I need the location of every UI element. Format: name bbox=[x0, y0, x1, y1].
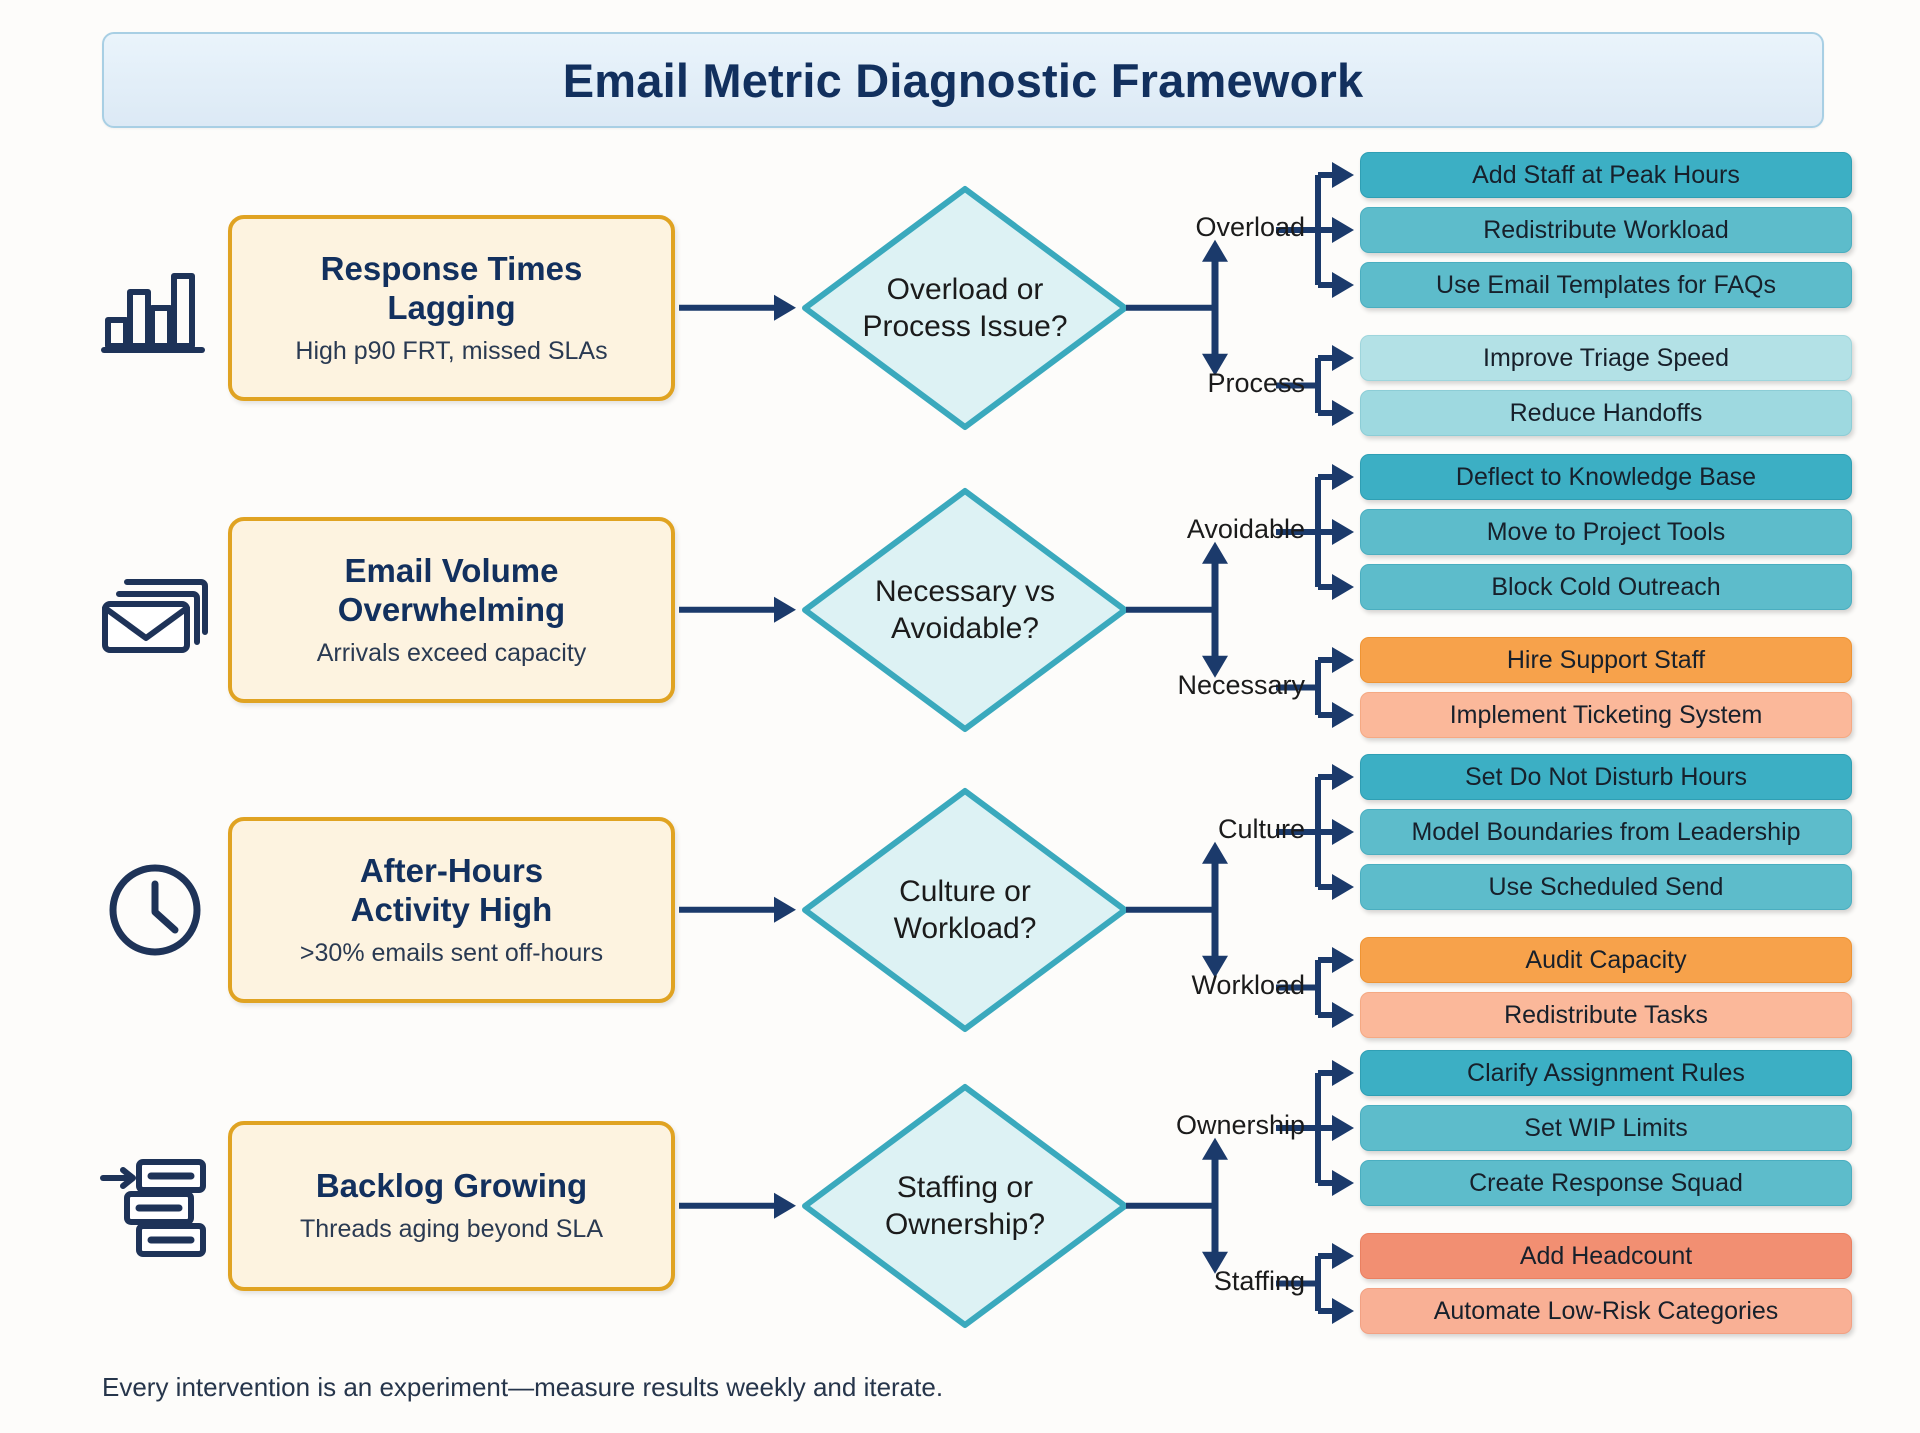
stacked-envelopes-icon bbox=[95, 550, 215, 670]
branch-label: Ownership bbox=[1175, 1110, 1305, 1140]
action-box[interactable]: Set WIP Limits bbox=[1360, 1105, 1852, 1151]
action-box[interactable]: Block Cold Outreach bbox=[1360, 564, 1852, 610]
action-box[interactable]: Redistribute Workload bbox=[1360, 207, 1852, 253]
page-title: Email Metric Diagnostic Framework bbox=[562, 53, 1364, 107]
problem-title-line2: Activity High bbox=[350, 890, 553, 928]
branch-label: Staffing bbox=[1213, 1265, 1305, 1296]
problem-title-line2: Lagging bbox=[387, 288, 516, 326]
problem-title: Backlog Growing bbox=[315, 1167, 588, 1205]
branch-label: Necessary bbox=[1177, 669, 1305, 700]
branch-label: Workload bbox=[1191, 969, 1305, 1000]
action-box[interactable]: Move to Project Tools bbox=[1360, 509, 1852, 555]
title-banner: Email Metric Diagnostic Framework bbox=[102, 32, 1824, 128]
action-box[interactable]: Hire Support Staff bbox=[1360, 637, 1852, 683]
action-box[interactable]: Audit Capacity bbox=[1360, 937, 1852, 983]
action-box[interactable]: Set Do Not Disturb Hours bbox=[1360, 754, 1852, 800]
bar-chart-icon bbox=[95, 248, 215, 368]
problem-title: After-Hours bbox=[359, 851, 544, 889]
branch-label: Avoidable bbox=[1186, 514, 1305, 544]
clock-icon bbox=[95, 850, 215, 970]
action-box[interactable]: Implement Ticketing System bbox=[1360, 692, 1852, 738]
problem-subtitle: High p90 FRT, missed SLAs bbox=[295, 336, 608, 365]
action-box[interactable]: Deflect to Knowledge Base bbox=[1360, 454, 1852, 500]
branch-label: Process bbox=[1207, 367, 1305, 398]
problem-title-line2: Overwhelming bbox=[337, 590, 566, 628]
branch-label: Overload bbox=[1195, 212, 1305, 242]
problem-subtitle: Threads aging beyond SLA bbox=[300, 1215, 603, 1244]
action-box[interactable]: Model Boundaries from Leadership bbox=[1360, 809, 1852, 855]
footer-note: Every intervention is an experiment—meas… bbox=[102, 1372, 944, 1402]
action-box[interactable]: Create Response Squad bbox=[1360, 1160, 1852, 1206]
branch-label: Culture bbox=[1217, 814, 1305, 844]
action-box[interactable]: Add Staff at Peak Hours bbox=[1360, 152, 1852, 198]
problem-subtitle: Arrivals exceed capacity bbox=[316, 638, 587, 667]
action-box[interactable]: Redistribute Tasks bbox=[1360, 992, 1852, 1038]
action-box[interactable]: Add Headcount bbox=[1360, 1233, 1852, 1279]
problem-title: Response Times bbox=[320, 249, 583, 287]
backlog-stack-icon bbox=[95, 1146, 215, 1266]
action-box[interactable]: Clarify Assignment Rules bbox=[1360, 1050, 1852, 1096]
problem-title: Email Volume bbox=[344, 551, 559, 589]
problem-subtitle: >30% emails sent off-hours bbox=[299, 938, 604, 967]
action-box[interactable]: Reduce Handoffs bbox=[1360, 390, 1852, 436]
action-box[interactable]: Improve Triage Speed bbox=[1360, 335, 1852, 381]
action-box[interactable]: Use Email Templates for FAQs bbox=[1360, 262, 1852, 308]
action-box[interactable]: Use Scheduled Send bbox=[1360, 864, 1852, 910]
action-box[interactable]: Automate Low-Risk Categories bbox=[1360, 1288, 1852, 1334]
